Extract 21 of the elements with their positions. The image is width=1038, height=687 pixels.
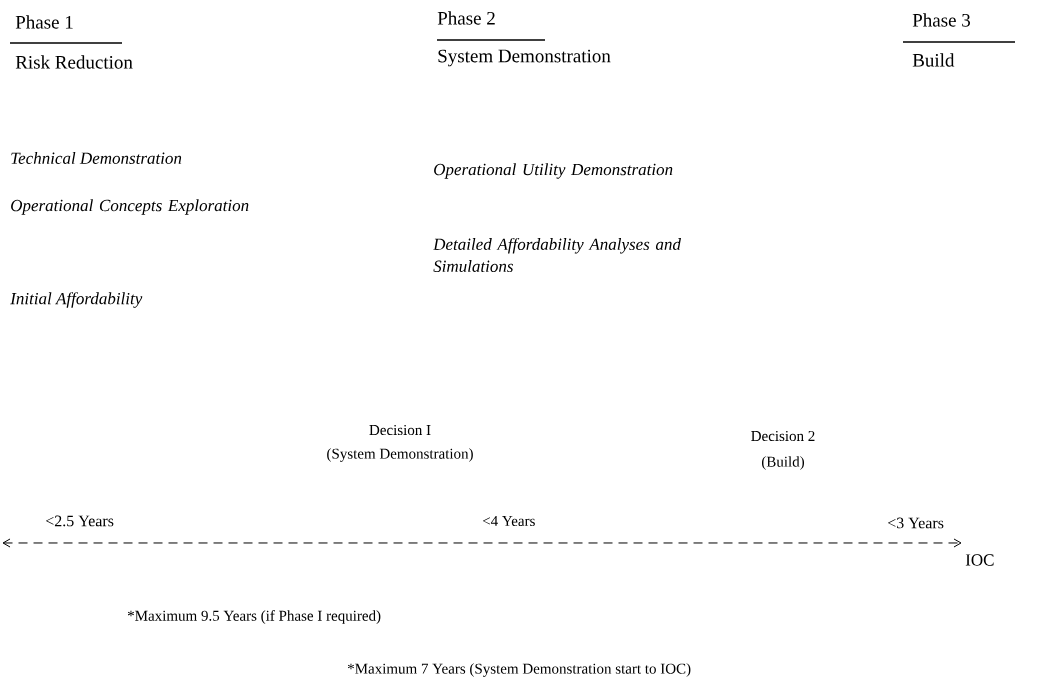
decision-text: (System Demonstration) (327, 448, 473, 462)
phase-name: Build (912, 53, 955, 67)
activity-text: Detailed Affordability Analyses and Simulations (433, 237, 681, 273)
activity-text: Technical Demonstration (11, 152, 182, 164)
milestone-text: IOC (965, 554, 994, 566)
decision-text: Decision I (369, 424, 431, 435)
note-text: *Maximum 7 Years (System Demonstration start to IOC) (347, 663, 691, 677)
decision-text: Decision 2 (751, 430, 815, 441)
activity-text: Operational Utility Demonstration (434, 163, 673, 179)
duration-text: <4 Years (482, 516, 535, 526)
phase-heading: Phase 2 (437, 11, 495, 25)
note-text: *Maximum 9.5 Years (if Phase I required) (127, 610, 381, 624)
phase-heading: Phase 1 (15, 15, 73, 29)
phase-name: System Demonstration (438, 49, 611, 67)
duration-text: <2.5 Years (46, 515, 114, 527)
phase-heading: Phase 3 (912, 13, 971, 27)
activity-text: Initial Affordability (10, 292, 143, 308)
activity-text: Operational Concepts Exploration (11, 199, 249, 215)
duration-text: <3 Years (888, 517, 944, 529)
phase-name: Risk Reduction (15, 55, 133, 69)
decision-text: (Build) (762, 456, 804, 470)
